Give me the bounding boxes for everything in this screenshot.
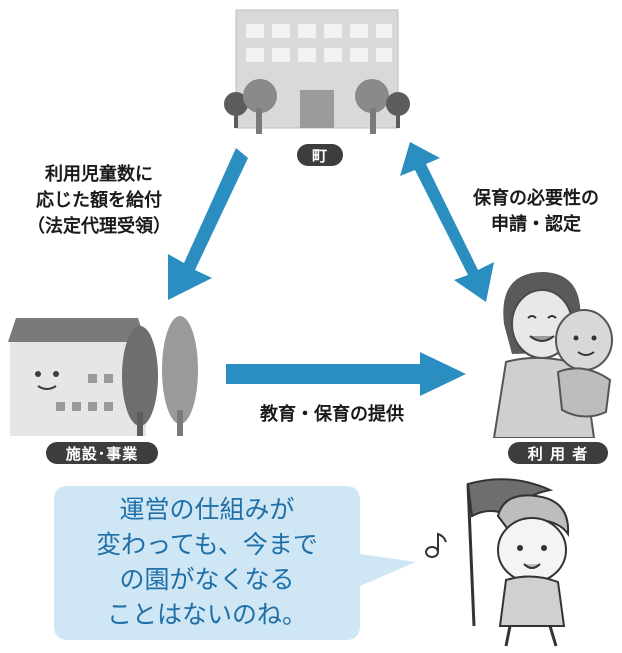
bubble-text: 運営の仕組みが 変わっても、今まで の園がなくなる ことはないのね。 — [66, 492, 348, 632]
bubble-line-2: 変わっても、今まで — [96, 530, 318, 559]
arrow-facility-to-user — [226, 352, 466, 396]
arrow-user-town — [400, 142, 494, 302]
provision-label: 教育・保育の提供 — [260, 404, 404, 425]
application-label-line-1: 保育の必要性の — [473, 188, 599, 209]
payment-label-line-1: 利用児童数に — [45, 164, 153, 185]
speech-bubble — [54, 486, 416, 640]
girl-flag-icon — [466, 478, 570, 647]
mother-baby-icon — [492, 272, 613, 438]
facility-building-icon — [8, 316, 198, 436]
bubble-line-4: ことはないのね。 — [106, 600, 307, 629]
application-label-line-2: 申請・認定 — [491, 214, 581, 235]
town-label: 町 — [297, 144, 343, 166]
town-hall-icon — [224, 9, 410, 134]
bubble-line-3: の園がなくなる — [119, 565, 295, 594]
payment-label-line-2: 応じた額を給付 — [36, 190, 162, 211]
application-label: 保育の必要性の 申請・認定 — [452, 186, 620, 238]
bubble-line-1: 運営の仕組みが — [119, 495, 295, 524]
payment-label-line-3: （法定代理受領） — [27, 216, 171, 237]
payment-label: 利用児童数に 応じた額を給付 （法定代理受領） — [10, 162, 188, 240]
facility-label: 施設･事業 — [46, 442, 158, 464]
music-note-icon — [425, 532, 447, 558]
user-label: 利 用 者 — [508, 442, 608, 464]
arrow-town-to-facility — [168, 148, 248, 300]
